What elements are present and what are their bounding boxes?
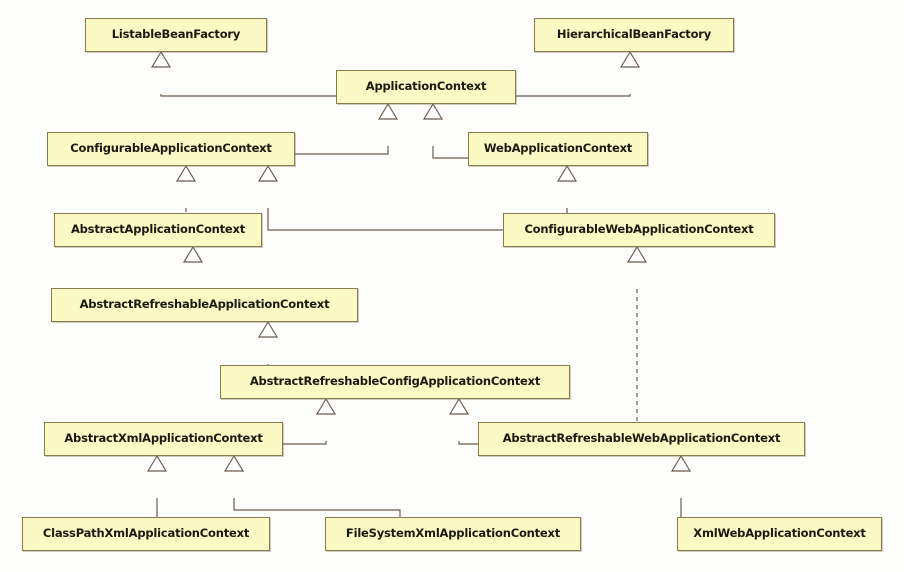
arrowhead-abstractxml-to-abstractrefreshableconfig [315,397,337,415]
class-node-webapplicationcontext[interactable]: WebApplicationContext [468,132,648,166]
class-node-label: FileSystemXmlApplicationContext [345,526,561,541]
class-node-abstractrefreshableconfigapplicationcontext[interactable]: AbstractRefreshableConfigApplicationCont… [220,365,570,399]
arrowhead-abstractrefreshableapplicationcontext-to-abstractapplicationcontext [182,245,204,263]
arrowhead-applicationcontext-to-listablebeanfactory [150,50,172,68]
edge-abstractrefreshableweb-to-abstractrefreshableconfig [458,441,478,445]
edge-webapplicationcontext-to-applicationcontext [432,146,468,159]
arrowhead-abstractrefreshableweb-to-abstractrefreshableconfig [448,397,470,415]
arrowhead-configurablewebapplicationcontext-to-webapplicationcontext [556,164,578,182]
class-node-abstractapplicationcontext[interactable]: AbstractApplicationContext [54,213,262,247]
class-node-classpathxmlapplicationcontext[interactable]: ClassPathXmlApplicationContext [22,517,270,551]
class-node-abstractrefreshableapplicationcontext[interactable]: AbstractRefreshableApplicationContext [51,288,358,322]
class-node-label: WebApplicationContext [483,141,633,156]
arrowhead-abstractrefreshableconfig-to-abstractrefreshable [257,320,279,338]
class-node-label: ApplicationContext [365,79,487,94]
class-node-filesystemxmlapplicationcontext[interactable]: FileSystemXmlApplicationContext [325,517,581,551]
edge-applicationcontext-to-hierarchicalbeanfactory [516,94,631,97]
arrowhead-webapplicationcontext-to-applicationcontext [422,102,444,120]
class-node-abstractxmlapplicationcontext[interactable]: AbstractXmlApplicationContext [44,422,283,456]
class-node-abstractrefreshablewebapplicationcontext[interactable]: AbstractRefreshableWebApplicationContext [478,422,805,456]
arrowhead-classpathxml-to-abstractxml [146,454,168,472]
class-node-xmlwebapplicationcontext[interactable]: XmlWebApplicationContext [677,517,882,551]
arrowhead-abstractrefreshableweb-to-configurablewebapplicationcontext [626,245,648,263]
class-node-label: ConfigurableWebApplicationContext [524,222,754,237]
edge-filesystemxml-to-abstractxml [233,498,401,517]
arrowhead-xmlweb-to-abstractrefreshableweb [670,454,692,472]
edge-configurablewebapplicationcontext-to-configurableapplicationcontext [267,208,503,231]
edge-applicationcontext-to-listablebeanfactory [160,94,336,97]
class-node-label: AbstractXmlApplicationContext [64,431,263,446]
class-node-label: ConfigurableApplicationContext [70,141,272,156]
edge-abstractxml-to-abstractrefreshableconfig [283,441,327,445]
class-node-label: XmlWebApplicationContext [693,526,866,541]
class-node-hierarchicalbeanfactory[interactable]: HierarchicalBeanFactory [534,18,734,52]
arrowhead-configurableapplicationcontext-to-applicationcontext [377,102,399,120]
arrowhead-configurablewebapplicationcontext-to-configurableapplicationcontext [257,164,279,182]
class-node-label: AbstractApplicationContext [70,222,246,237]
class-node-label: HierarchicalBeanFactory [556,27,712,42]
class-node-label: AbstractRefreshableConfigApplicationCont… [249,374,541,389]
class-node-label: AbstractRefreshableWebApplicationContext [502,431,781,446]
class-node-configurableapplicationcontext[interactable]: ConfigurableApplicationContext [47,132,295,166]
arrowhead-applicationcontext-to-hierarchicalbeanfactory [619,50,641,68]
class-node-label: ClassPathXmlApplicationContext [42,526,250,541]
arrowhead-abstractapplicationcontext-to-configurableapplicationcontext [175,164,197,182]
class-node-listablebeanfactory[interactable]: ListableBeanFactory [85,18,267,52]
class-node-applicationcontext[interactable]: ApplicationContext [336,70,516,104]
arrowhead-filesystemxml-to-abstractxml [223,454,245,472]
class-node-label: AbstractRefreshableApplicationContext [79,297,330,312]
class-node-label: ListableBeanFactory [111,27,241,42]
class-node-configurablewebapplicationcontext[interactable]: ConfigurableWebApplicationContext [503,213,775,247]
edge-configurableapplicationcontext-to-applicationcontext [295,146,389,155]
